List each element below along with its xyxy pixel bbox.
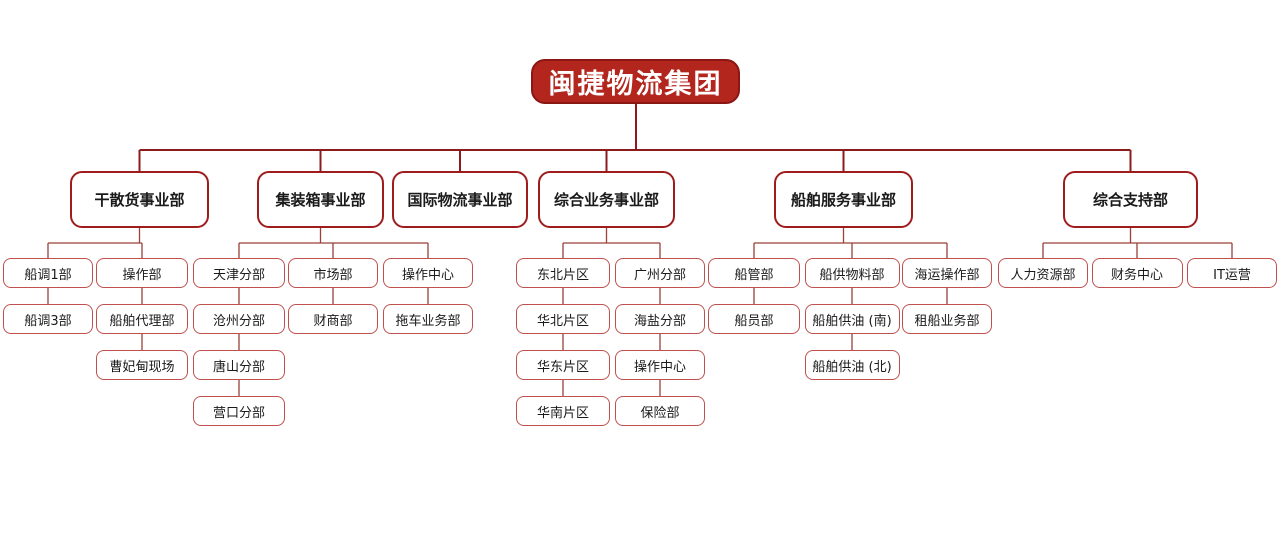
org-root-node: 闽捷物流集团: [531, 59, 740, 104]
unit-node: 拖车业务部: [383, 304, 473, 334]
unit-node: 操作中心: [383, 258, 473, 288]
unit-node: 华南片区: [516, 396, 610, 426]
unit-node: 唐山分部: [193, 350, 285, 380]
unit-node: 华北片区: [516, 304, 610, 334]
unit-node: 船调1部: [3, 258, 93, 288]
unit-node: 海运操作部: [902, 258, 992, 288]
unit-node: 船管部: [708, 258, 800, 288]
unit-node: 财商部: [288, 304, 378, 334]
unit-node: 船舶代理部: [96, 304, 188, 334]
unit-node: 操作部: [96, 258, 188, 288]
unit-node: 船供物料部: [804, 258, 900, 288]
unit-node: 船员部: [708, 304, 800, 334]
unit-node: 沧州分部: [193, 304, 285, 334]
unit-node: 保险部: [615, 396, 705, 426]
dept-node: 综合业务事业部: [538, 171, 675, 228]
unit-node: 天津分部: [193, 258, 285, 288]
unit-node: 操作中心: [615, 350, 705, 380]
dept-node: 综合支持部: [1063, 171, 1198, 228]
dept-node: 干散货事业部: [70, 171, 209, 228]
unit-node: 曹妃甸现场: [96, 350, 188, 380]
unit-node: 华东片区: [516, 350, 610, 380]
unit-node: 营口分部: [193, 396, 285, 426]
unit-node: IT运营: [1187, 258, 1277, 288]
unit-node: 广州分部: [615, 258, 705, 288]
unit-node: 人力资源部: [998, 258, 1088, 288]
dept-node: 船舶服务事业部: [774, 171, 913, 228]
unit-node: 海盐分部: [615, 304, 705, 334]
unit-node: 租船业务部: [902, 304, 992, 334]
dept-node: 集装箱事业部: [257, 171, 384, 228]
unit-node: 船舶供油 (南): [804, 304, 900, 334]
unit-node: 东北片区: [516, 258, 610, 288]
unit-node: 船调3部: [3, 304, 93, 334]
unit-node: 财务中心: [1091, 258, 1183, 288]
dept-node: 国际物流事业部: [392, 171, 528, 228]
unit-node: 船舶供油 (北): [804, 350, 900, 380]
unit-node: 市场部: [288, 258, 378, 288]
